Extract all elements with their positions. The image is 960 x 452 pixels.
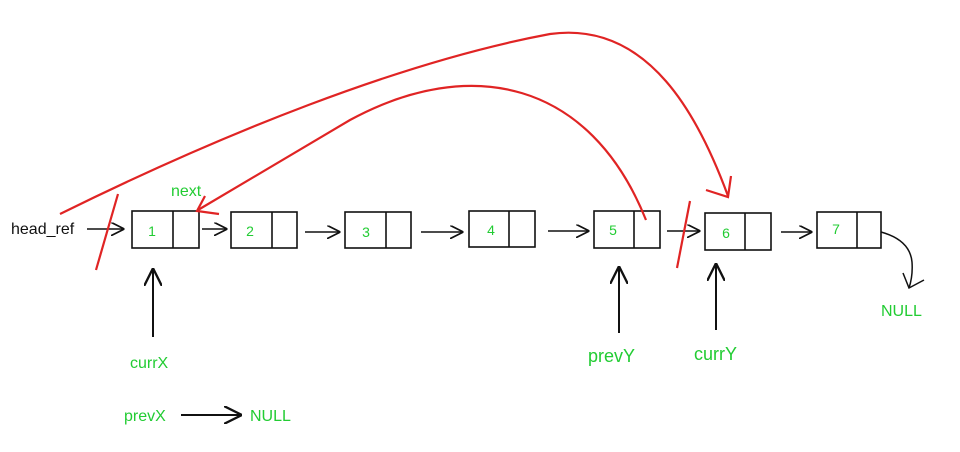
list-node-2: 2 [230, 211, 298, 249]
list-node-5: 5 [593, 210, 661, 249]
node-value-6: 6 [722, 225, 730, 241]
head-ref-label: head_ref [11, 221, 75, 238]
link-7-null-arrowhead [902, 272, 925, 290]
link-7-to-null [880, 231, 913, 289]
red-arrow-6-head [705, 175, 733, 199]
node-value-2: 2 [246, 223, 254, 239]
red-arrow-2-head [195, 195, 220, 216]
prevX-null-label: NULL [250, 408, 291, 425]
node-value-7: 7 [832, 221, 840, 237]
pointer-arrows [153, 265, 716, 415]
list-node-1: 1 [131, 210, 200, 249]
list-node-3: 3 [344, 211, 412, 249]
red-arrow-head-to-6 [59, 31, 730, 215]
node-links [87, 229, 925, 290]
red-cut-mark-5-6 [675, 200, 692, 269]
tail-null-label: NULL [881, 303, 922, 320]
list-node-4: 4 [468, 210, 536, 248]
red-annotations [59, 31, 733, 271]
node-value-4: 4 [487, 222, 495, 238]
node-value-3: 3 [362, 224, 370, 240]
prevX-label: prevX [124, 408, 166, 425]
list-node-6: 6 [704, 212, 772, 251]
currX-label: currX [130, 355, 169, 372]
node-value-5: 5 [609, 222, 617, 238]
prevY-label: prevY [588, 346, 635, 366]
red-cut-mark-head [94, 193, 120, 271]
currY-label: currY [694, 344, 737, 364]
red-arrow-5-to-2 [197, 84, 648, 221]
next-label: next [171, 183, 202, 200]
node-value-1: 1 [148, 223, 156, 239]
list-node-7: 7 [816, 211, 882, 249]
